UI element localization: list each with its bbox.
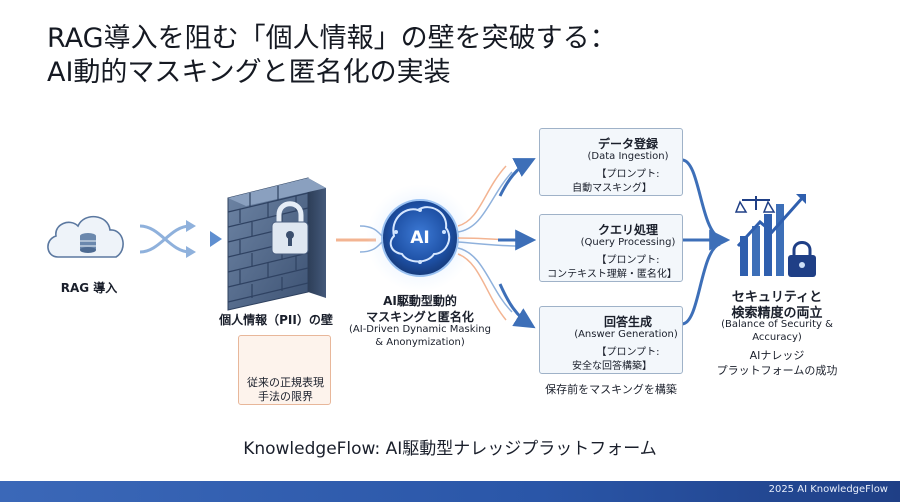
step-2-prompt-2: コンテキスト理解・匿名化】 [547, 269, 677, 280]
shuffle-arrows-icon [139, 220, 222, 258]
pii-wall-label: 個人情報（PII）の壁 [219, 313, 333, 327]
step-1-en: (Data Ingestion) [587, 151, 669, 162]
ai-core-line-4: & Anonymization) [375, 337, 465, 348]
result-line-2: 検索精度の両立 [731, 306, 823, 321]
result-line-4: Accuracy) [752, 332, 802, 343]
cloud-database-icon [47, 215, 124, 258]
step-3-title: 回答生成 [603, 315, 652, 329]
result-line-3: (Balance of Security & [721, 319, 833, 330]
step-2-prompt-1: 【プロンプト: [596, 255, 660, 266]
step-2-title: クエリ処理 [597, 223, 658, 237]
result-line-6: プラットフォームの成功 [716, 364, 838, 377]
brick-wall-icon [227, 177, 326, 311]
merge-arrows [681, 158, 731, 326]
step-query-processing: クエリ処理 (Query Processing) 【プロンプト: コンテキスト理… [539, 214, 683, 282]
platform-subtitle: KnowledgeFlow: AI駆動型ナレッジプラットフォーム [243, 439, 657, 459]
title-line-2: AI動的マスキングと匿名化の実装 [47, 57, 451, 88]
step-3-prompt-1: 【プロンプト: [596, 347, 660, 358]
step-answer-generation: 回答生成 (Answer Generation) 【プロンプト: 安全な回答構築… [539, 306, 683, 374]
footer-bar: 2025 AI KnowledgeFlow [0, 481, 900, 502]
step-data-ingestion: データ登録 (Data Ingestion) 【プロンプト: 自動マスキング】 [539, 128, 683, 196]
ai-core-line-2: マスキングと匿名化 [366, 310, 474, 324]
footer-text: 2025 AI KnowledgeFlow [768, 484, 888, 495]
ai-brain-icon [366, 184, 474, 292]
steps-caption: 保存前をマスキングを構築 [545, 383, 677, 396]
balance-growth-icon [734, 194, 816, 277]
result-line-5: AIナレッジ [749, 349, 805, 362]
legacy-line-2: 手法の限界 [258, 390, 313, 403]
page-title: RAG導入を阻む「個人情報」の壁を突破する： AI動的マスキングと匿名化の実装 [47, 22, 847, 90]
ai-core-line-3: (AI-Driven Dynamic Masking [349, 324, 491, 335]
step-3-en: (Answer Generation) [574, 329, 678, 340]
step-2-en: (Query Processing) [580, 237, 676, 248]
padlock-icon [271, 201, 309, 255]
step-1-prompt-1: 【プロンプト: [596, 169, 660, 180]
result-line-1: セキュリティと [731, 290, 823, 305]
legacy-regex-box: 従来の正規表現 手法の限界 [238, 335, 331, 405]
step-1-title: データ登録 [597, 137, 658, 151]
step-1-prompt-2: 自動マスキング】 [572, 183, 652, 194]
step-3-prompt-2: 安全な回答構築】 [572, 361, 652, 372]
rag-label: RAG 導入 [60, 281, 118, 295]
title-line-1: RAG導入を阻む「個人情報」の壁を突破する： [47, 23, 617, 54]
legacy-line-1: 従来の正規表現 [247, 376, 324, 389]
ai-core-text: AI [410, 228, 430, 248]
branch-arrows [498, 158, 537, 329]
ai-core-line-1: AI駆動型動的 [383, 294, 457, 308]
